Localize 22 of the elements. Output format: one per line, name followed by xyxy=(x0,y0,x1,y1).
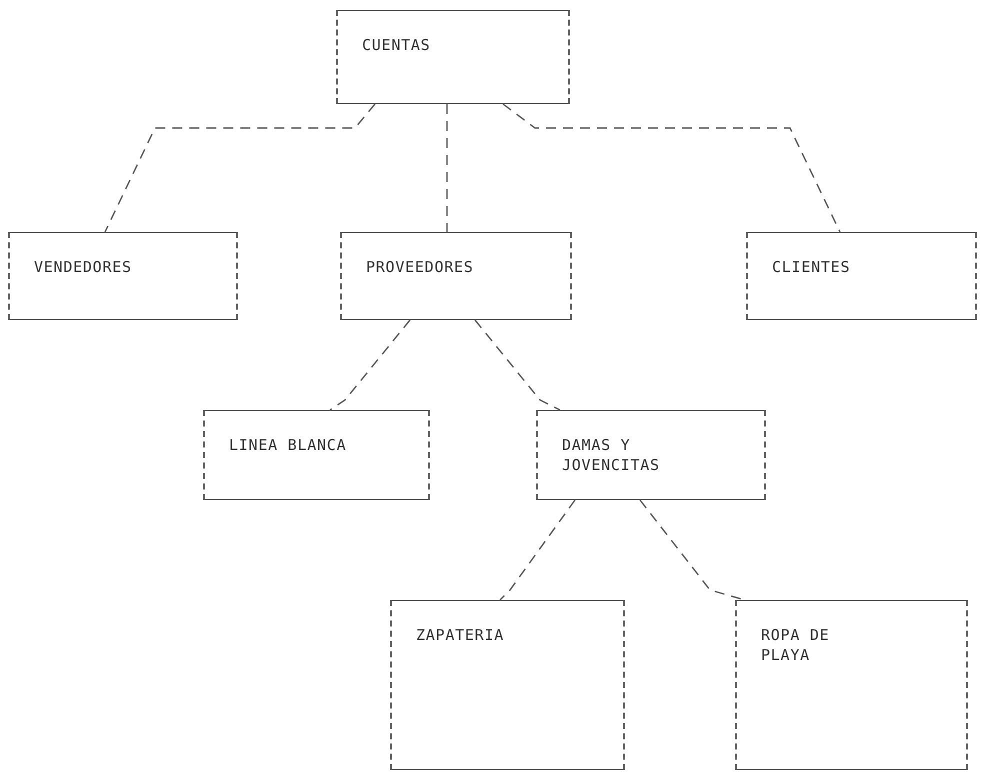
connector-line xyxy=(500,500,576,600)
box-label: LINEA BLANCA xyxy=(229,435,348,455)
box-label: PROVEEDORES xyxy=(366,257,475,277)
category-box xyxy=(735,600,968,770)
category-box xyxy=(203,410,430,500)
box-label: VENDEDORES xyxy=(34,257,133,277)
category-box xyxy=(390,600,625,770)
category-box xyxy=(746,232,977,320)
box-label: ROPA DE PLAYA xyxy=(761,625,830,665)
connector-line xyxy=(330,320,411,411)
category-box xyxy=(8,232,238,320)
category-box xyxy=(336,10,570,104)
category-box xyxy=(536,410,766,500)
box-label: ZAPATERIA xyxy=(416,625,506,645)
connector-line xyxy=(104,104,376,232)
box-label: DAMAS Y JOVENCITAS xyxy=(562,435,661,475)
connector-line xyxy=(474,320,560,411)
connector-line xyxy=(502,103,841,232)
connector-line xyxy=(446,104,448,232)
box-label: CLIENTES xyxy=(772,257,852,277)
box-label: CUENTAS xyxy=(362,35,432,55)
category-box xyxy=(340,232,572,320)
